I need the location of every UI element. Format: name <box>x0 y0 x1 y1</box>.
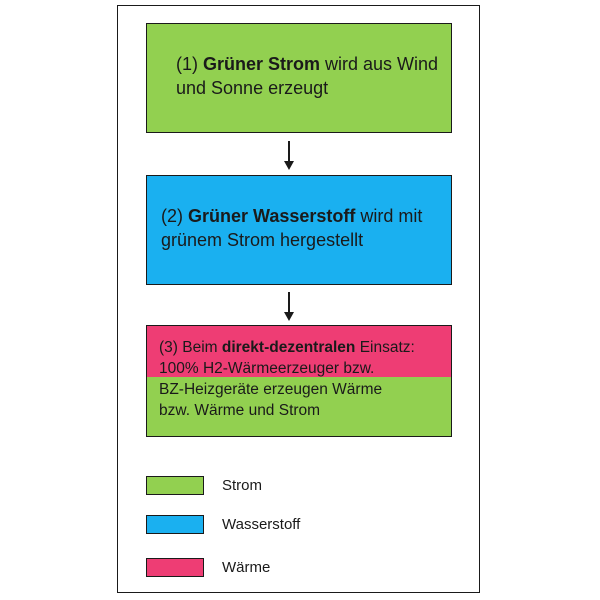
step-2-bold: Grüner Wasserstoff <box>188 206 356 226</box>
step-1-box: (1) Grüner Strom wird aus Wind und Sonne… <box>146 23 452 133</box>
step-1-suffix: wird aus Wind und Sonne erzeugt <box>176 54 439 98</box>
legend-label-strom: Strom <box>222 477 263 494</box>
legend-swatch-wasserstoff <box>146 515 204 534</box>
step-1-bold: Grüner Strom <box>203 54 321 74</box>
step-3-line2: 100% H2-Wärmeerzeuger bzw. <box>159 360 375 377</box>
step-2-box: (2) Grüner Wasserstoff wird mit grünem S… <box>146 175 452 285</box>
diagram-frame <box>117 5 480 593</box>
step-3-prefix: (3) Beim <box>159 339 222 356</box>
legend-swatch-strom <box>146 476 204 495</box>
step-3-bold: direkt-dezentralen <box>221 339 356 356</box>
step-3-heat-band <box>147 326 451 377</box>
step-2-suffix: wird mit grünem Strom hergestellt <box>161 206 423 250</box>
step-1-prefix: (1) <box>176 54 203 74</box>
legend-swatch-waerme <box>146 558 204 577</box>
step-2-prefix: (2) <box>161 206 188 226</box>
step-3-box: (3) Beim direkt-dezentralen Einsatz: 100… <box>146 325 452 437</box>
step-3-line4: bzw. Wärme und Strom <box>159 402 321 419</box>
legend-label-wasserstoff: Wasserstoff <box>222 516 301 533</box>
legend-label-waerme: Wärme <box>222 559 271 576</box>
arrow-down-icon <box>284 141 294 171</box>
step-3-line3: BZ-Heizgeräte erzeugen Wärme <box>159 381 383 398</box>
arrow-down-icon <box>284 292 294 322</box>
step-3-suffix: Einsatz: <box>355 339 415 356</box>
step-3-text: (3) Beim direkt-dezentralen Einsatz: 100… <box>147 326 451 421</box>
